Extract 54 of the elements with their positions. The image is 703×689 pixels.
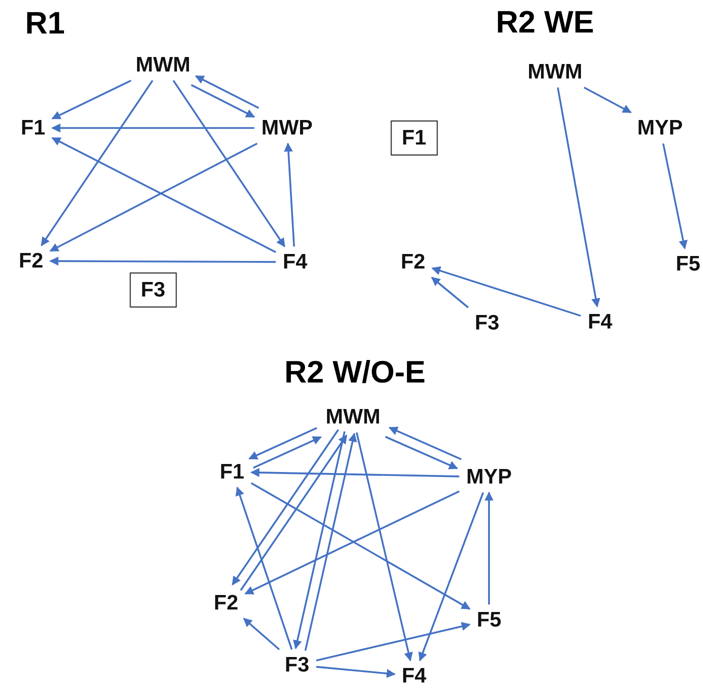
arrow <box>51 80 132 120</box>
arrow <box>250 482 471 610</box>
arrow <box>244 490 460 595</box>
arrow <box>584 86 632 114</box>
arrow <box>252 436 322 469</box>
arrow <box>662 143 688 250</box>
arrow <box>431 276 469 308</box>
arrow <box>172 80 286 248</box>
arrow <box>240 434 348 591</box>
node-label: F3 <box>280 652 314 678</box>
arrow <box>190 84 256 118</box>
arrow <box>304 432 357 651</box>
boxed-label: F1 <box>390 120 438 156</box>
arrow <box>232 429 340 586</box>
boxed-label: F3 <box>130 272 176 308</box>
node-label: F3 <box>470 310 504 336</box>
arrow <box>556 87 600 308</box>
arrow <box>356 432 413 662</box>
node-label: MWM <box>322 404 384 430</box>
arrow <box>51 124 254 132</box>
panel-title: R2 W/O-E <box>284 356 426 388</box>
arrow <box>316 666 396 678</box>
node-label: F1 <box>16 116 50 140</box>
arrow <box>484 492 494 604</box>
arrow <box>418 492 484 662</box>
arrow <box>40 80 154 246</box>
node-label: F5 <box>472 608 506 632</box>
arrow <box>250 468 460 478</box>
node-label: F5 <box>672 252 703 276</box>
node-label: MWM <box>132 52 194 78</box>
arrow <box>431 266 582 317</box>
node-label: F4 <box>278 250 312 274</box>
arrow <box>236 486 293 650</box>
node-label: F1 <box>216 460 248 484</box>
panel-title: R1 <box>25 8 65 38</box>
arrow <box>293 431 346 650</box>
node-label: MYP <box>462 464 516 490</box>
arrow <box>49 256 276 266</box>
node-label: F2 <box>396 250 430 274</box>
arrow <box>388 426 462 460</box>
node-label: F4 <box>584 310 616 334</box>
node-label: F2 <box>210 590 242 616</box>
node-label: F2 <box>14 248 48 274</box>
arrow <box>284 142 295 247</box>
panel-title: R2 WE <box>496 6 594 38</box>
node-label: MWP <box>257 116 317 140</box>
arrow <box>385 436 458 470</box>
arrow <box>248 427 318 460</box>
node-label: MYP <box>633 116 687 140</box>
node-label: MWM <box>524 60 586 84</box>
node-label: F4 <box>398 664 430 688</box>
arrow <box>243 618 280 650</box>
arrow <box>194 75 260 109</box>
arrow <box>316 622 471 662</box>
